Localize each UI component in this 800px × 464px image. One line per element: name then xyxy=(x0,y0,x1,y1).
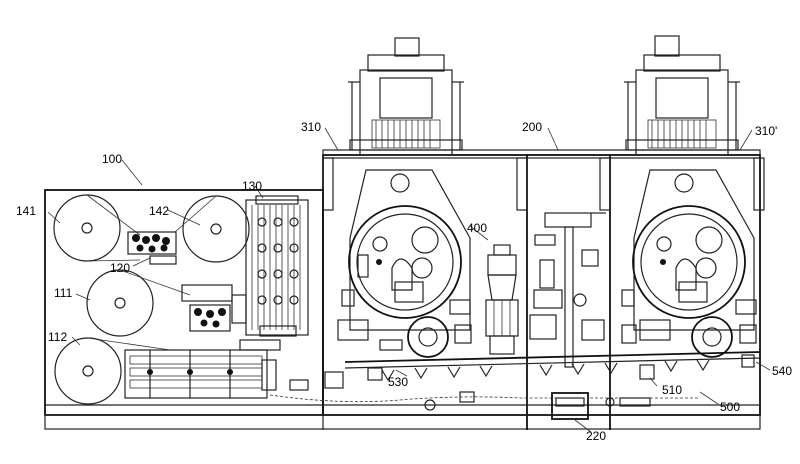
roll-141 xyxy=(53,194,121,262)
label-310: 310 xyxy=(301,120,321,134)
unit-400 xyxy=(485,244,519,355)
label-142: 142 xyxy=(149,204,169,218)
label-310-prime: 310' xyxy=(755,124,777,138)
drum-310-peripherals xyxy=(337,254,472,351)
splicer-lower xyxy=(181,284,247,332)
roll-112 xyxy=(54,337,122,405)
drum-unit-310-prime xyxy=(632,169,755,358)
label-200: 200 xyxy=(522,120,542,134)
label-100: 100 xyxy=(102,152,122,166)
label-540: 540 xyxy=(772,364,792,378)
label-400: 400 xyxy=(467,221,487,235)
label-500: 500 xyxy=(720,400,740,414)
conveyor-500 xyxy=(344,351,761,382)
roll-142 xyxy=(182,195,250,263)
label-141: 141 xyxy=(16,204,36,218)
module-200-internals xyxy=(529,212,606,368)
lower-transfer-block xyxy=(124,339,281,399)
splicer-120 xyxy=(127,231,177,265)
top-drive-310-prime xyxy=(624,35,740,156)
web-paths-left xyxy=(86,194,217,351)
main-frame xyxy=(322,149,765,430)
label-530: 530 xyxy=(388,375,408,389)
bottom-transfer-path xyxy=(269,371,700,420)
label-112: 112 xyxy=(48,330,67,344)
drum-unit-310 xyxy=(348,169,471,358)
leader-lines xyxy=(47,127,771,433)
label-510: 510 xyxy=(662,383,682,397)
label-220: 220 xyxy=(586,429,606,443)
top-drive-310 xyxy=(348,37,464,156)
roll-111 xyxy=(86,269,154,337)
accumulator-130 xyxy=(245,195,309,337)
label-120: 120 xyxy=(110,261,130,275)
label-130: 130 xyxy=(242,179,262,193)
label-111: 111 xyxy=(54,286,73,300)
drum-310p-peripherals xyxy=(621,289,757,344)
